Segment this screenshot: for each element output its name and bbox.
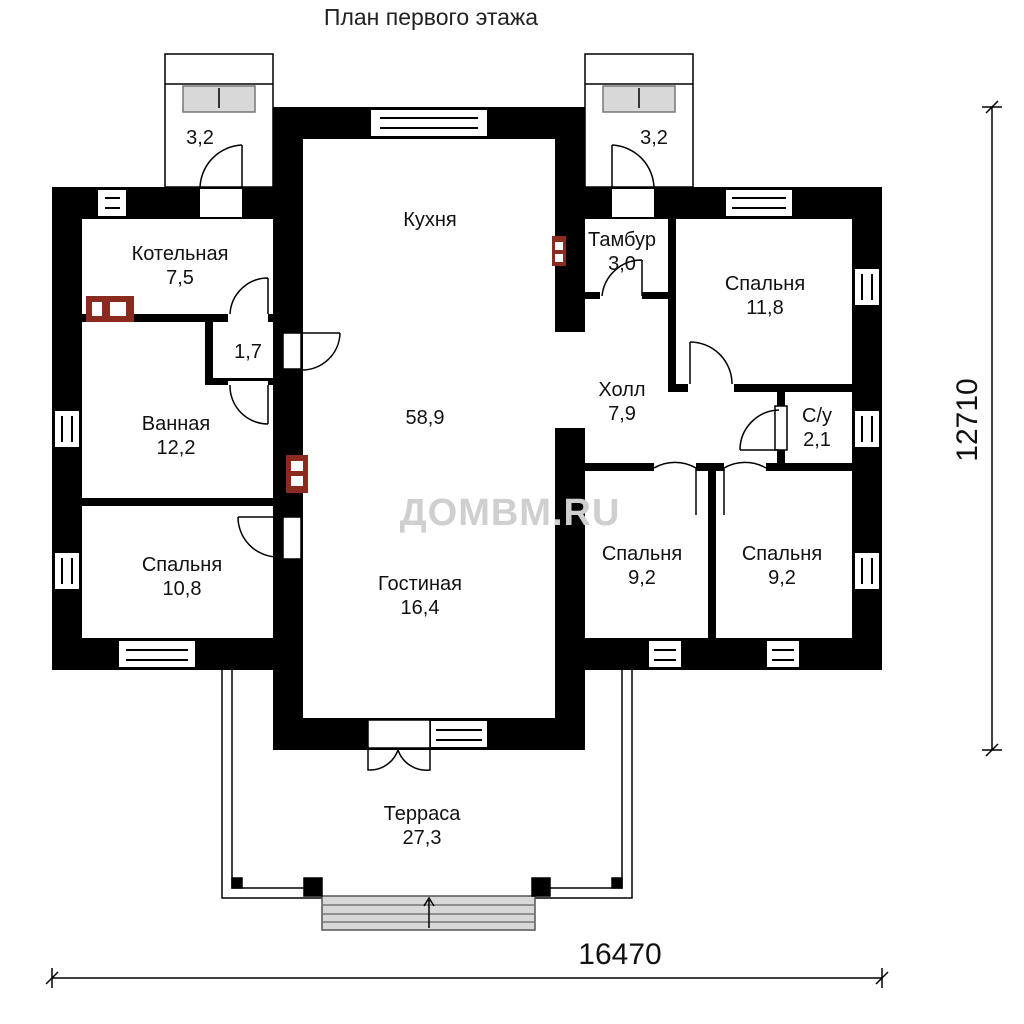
room-living: Гостиная 16,4 [378,572,462,620]
room-living-total-area: 58,9 [405,407,445,429]
window-bedroom-se2 [765,639,801,669]
room-terrace: Терраса 27,3 [384,802,461,850]
room-bedroom-ne-area: 11,8 [746,297,784,319]
window-bath [53,409,81,449]
room-vestibule-area: 3,0 [608,253,636,275]
room-bedroom-se2: Спальня 9,2 [742,542,822,590]
porches [164,53,694,188]
door-porch-right [611,144,655,190]
room-living-area: 16,4 [400,597,440,619]
room-bedroom-sw-name: Спальня [141,554,223,576]
room-wc-name: С/у [802,405,832,427]
wall-bedrooms-divider [708,471,716,641]
door-closet [300,332,341,371]
room-bedroom-se1-area: 9,2 [628,567,656,589]
room-bedroom-se2-area: 9,2 [768,567,796,589]
room-closet: 1,7 [234,340,262,364]
door-bedroom-se1 [653,461,697,515]
room-bath-name: Ванная [141,413,211,435]
stoves [86,236,566,493]
room-kitchen: Кухня [403,208,457,232]
wall-hall-bottom [570,463,853,471]
room-closet-area: 1,7 [234,341,262,363]
watermark: ДОМВМ.RU [399,492,621,534]
room-hall-area: 7,9 [608,403,636,425]
doors [199,144,788,771]
plan-title: План первого этажа [323,4,539,30]
room-terrace-area: 27,3 [402,827,442,849]
window-bedroom-sw-side [53,551,81,591]
room-bedroom-se2-name: Спальня [741,543,823,565]
window-bedroom-se1 [647,639,683,669]
room-vestibule-name: Тамбур [588,229,656,251]
room-wc: С/у 2,1 [802,404,832,452]
door-boiler [229,277,269,315]
door-wc [739,409,780,451]
room-boiler-area: 7,5 [166,267,194,289]
wall-left-wing-inner [276,219,284,639]
window-wc [853,409,881,449]
window-boiler [96,188,128,218]
room-living-name: Гостиная [378,573,462,595]
terrace-outline [221,670,633,899]
door-vestibule [601,259,643,297]
dimension-depth: 12710 [951,378,984,462]
room-hall-name: Холл [598,379,646,401]
door-bedroom-se2 [723,461,767,515]
terrace [221,670,633,931]
porch-right [584,53,694,188]
room-bedroom-se1: Спальня 9,2 [602,542,682,590]
dimension-lines [45,100,1002,988]
room-vestibule: Тамбур 3,0 [588,228,656,276]
room-wc-area: 2,1 [803,429,831,451]
room-bath: Ванная 12,2 [142,412,211,460]
window-bedroom-se2-side [853,551,881,591]
room-boiler-name: Котельная [131,243,229,265]
room-living-total: 58,9 [406,406,445,430]
wall-boiler-bath [82,314,282,322]
room-bedroom-ne: Спальня 11,8 [725,272,805,320]
room-porch-left: 3,2 [186,126,214,150]
window-bedroom-sw [117,639,197,669]
room-terrace-name: Терраса [383,803,461,825]
room-porch-right-area: 3,2 [640,127,668,149]
wall-left-top [52,187,303,219]
room-bedroom-ne-name: Спальня [724,273,806,295]
window-kitchen-top [369,108,489,138]
room-hall: Холл 7,9 [598,378,645,426]
room-boiler: Котельная 7,5 [132,242,229,290]
windows [53,108,881,749]
dimension-width: 16470 [578,938,662,971]
wall-central-right-lower [555,428,585,750]
wall-bedroom-ne-left [668,214,676,386]
wall-bath-bedroom [82,498,282,506]
window-living-bottom [429,719,489,749]
room-kitchen-name: Кухня [403,209,457,231]
wall-closet-left [205,322,213,384]
window-bedroom-ne-top [724,188,794,218]
room-porch-left-area: 3,2 [186,127,214,149]
door-terrace [367,749,431,771]
room-bedroom-sw: Спальня 10,8 [142,553,222,601]
door-bath [229,384,269,425]
wall-bedroom-ne-bottom [668,384,853,392]
room-bedroom-sw-area: 10,8 [162,578,202,600]
room-bedroom-se1-name: Спальня [601,543,683,565]
room-bath-area: 12,2 [156,437,196,459]
wall-vestibule-left [570,214,578,298]
porch-left [164,53,274,188]
door-bedroom-sw [237,516,279,558]
room-porch-right: 3,2 [640,126,668,150]
door-bedroom-ne [689,341,733,385]
wall-right-top [555,187,882,219]
stove-living [286,455,308,493]
window-bedroom-ne-side [853,267,881,307]
door-porch-left [199,144,243,190]
wall-right-bottom [555,638,882,670]
